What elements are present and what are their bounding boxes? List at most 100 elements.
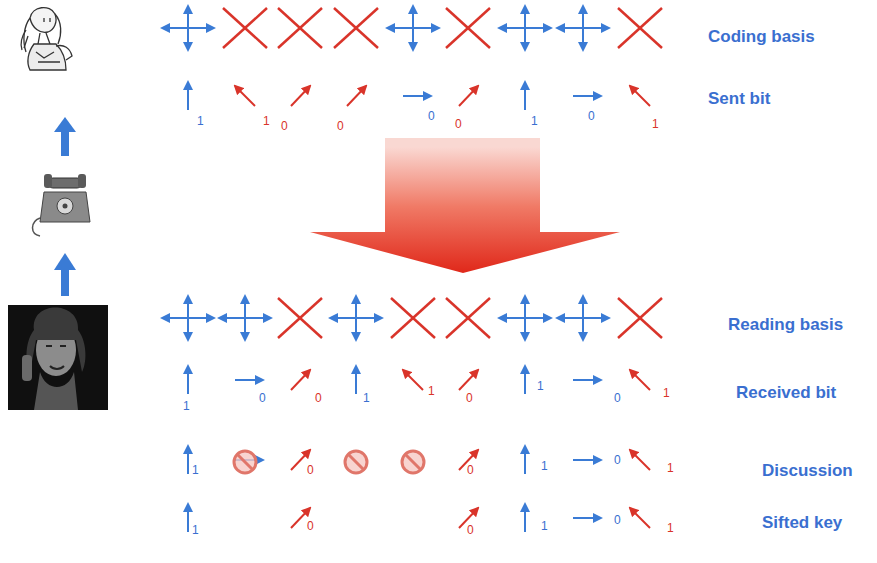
upward-arrow (54, 117, 76, 156)
diagonal-basis (391, 298, 435, 338)
bit-value: 1 (363, 392, 370, 404)
diagonal-basis (223, 8, 267, 48)
bit-value: 1 (263, 115, 270, 127)
rectilinear-basis (524, 296, 526, 340)
bit-value: 1 (197, 115, 204, 127)
row-label: Sent bit (708, 90, 770, 107)
bit-value: 1 (183, 400, 190, 412)
rejected-sign (345, 451, 367, 473)
bit-value: 1 (667, 522, 674, 534)
diagonal-basis (334, 8, 378, 48)
diagonal-basis (223, 8, 267, 48)
photon-arrow (524, 366, 526, 394)
photon-arrow (573, 459, 601, 461)
diagonal-basis (618, 298, 662, 338)
diagonal-basis (278, 298, 322, 338)
bit-value: 1 (667, 462, 674, 474)
diagonal-basis (446, 298, 490, 338)
photon-arrow (291, 370, 310, 390)
photon-arrow (187, 366, 189, 394)
photon-arrow (524, 504, 526, 532)
diagonal-basis (278, 8, 322, 48)
bob-photo (8, 305, 108, 410)
bit-value: 1 (541, 520, 548, 532)
diagonal-basis (446, 298, 490, 338)
rejected-sign (234, 451, 256, 473)
photon-arrow (524, 446, 526, 474)
bit-value: 0 (315, 392, 322, 404)
arrow-top-band (385, 138, 540, 147)
rectilinear-basis (187, 6, 189, 50)
bit-value: 1 (537, 380, 544, 392)
photon-arrow (573, 379, 601, 381)
photon-arrow (573, 517, 601, 519)
row-label: Reading basis (728, 316, 843, 333)
diagonal-basis (618, 8, 662, 48)
diagonal-basis (278, 298, 322, 338)
bit-value: 1 (663, 387, 670, 399)
alice-figure (21, 8, 72, 70)
photon-arrow (630, 508, 650, 528)
row-label: Discussion (762, 462, 853, 479)
rejected-sign-ring (234, 451, 256, 473)
bit-value: 0 (428, 110, 435, 122)
row-label: Received bit (736, 384, 836, 401)
photon-arrow (187, 446, 189, 474)
rectilinear-basis (582, 6, 584, 50)
bit-value: 1 (428, 385, 435, 397)
rectilinear-basis (524, 6, 526, 50)
bit-value: 0 (281, 120, 288, 132)
diagonal-basis (618, 8, 662, 48)
transmission-arrow (310, 140, 620, 273)
bit-value: 0 (467, 524, 474, 536)
bit-value: 0 (588, 110, 595, 122)
bit-value: 0 (614, 392, 621, 404)
rejected-sign-ring (345, 451, 367, 473)
rectilinear-basis (412, 6, 414, 50)
row-label: Coding basis (708, 28, 815, 45)
photon-arrow (459, 86, 478, 106)
photon-arrow (235, 379, 263, 381)
bit-value: 0 (307, 464, 314, 476)
bit-value: 0 (455, 118, 462, 130)
bit-value: 1 (192, 464, 199, 476)
rejected-sign-bar (348, 454, 364, 470)
photon-arrow (459, 370, 478, 390)
bit-value: 0 (614, 454, 621, 466)
bit-value: 0 (259, 392, 266, 404)
photon-arrow (355, 366, 357, 394)
diagonal-basis (618, 298, 662, 338)
photon-arrow (187, 504, 189, 532)
photon-arrow (403, 95, 431, 97)
photon-arrow (524, 82, 526, 110)
rejected-sign (402, 451, 424, 473)
photon-arrow (347, 86, 366, 106)
bit-value: 0 (614, 514, 621, 526)
rectilinear-basis (187, 296, 189, 340)
photon-arrow (630, 86, 650, 106)
bit-value: 0 (307, 520, 314, 532)
photon-arrow (291, 86, 310, 106)
diagonal-basis (446, 8, 490, 48)
diagonal-basis (334, 8, 378, 48)
rejected-sign-bar (237, 454, 253, 470)
row-label: Sifted key (762, 514, 842, 531)
photon-arrow (403, 370, 423, 390)
photon-arrow (573, 95, 601, 97)
diagonal-basis (278, 8, 322, 48)
rectilinear-basis (582, 296, 584, 340)
bit-value: 1 (192, 524, 199, 536)
bit-value: 1 (531, 115, 538, 127)
rectilinear-basis (244, 296, 246, 340)
rejected-sign-ring (402, 451, 424, 473)
diagonal-basis (391, 298, 435, 338)
photon-arrow (630, 450, 650, 470)
bit-value: 1 (652, 118, 659, 130)
rejected-sign-bar (405, 454, 421, 470)
photon-arrow (187, 82, 189, 110)
diagonal-basis (446, 8, 490, 48)
photon-arrow (235, 86, 255, 106)
